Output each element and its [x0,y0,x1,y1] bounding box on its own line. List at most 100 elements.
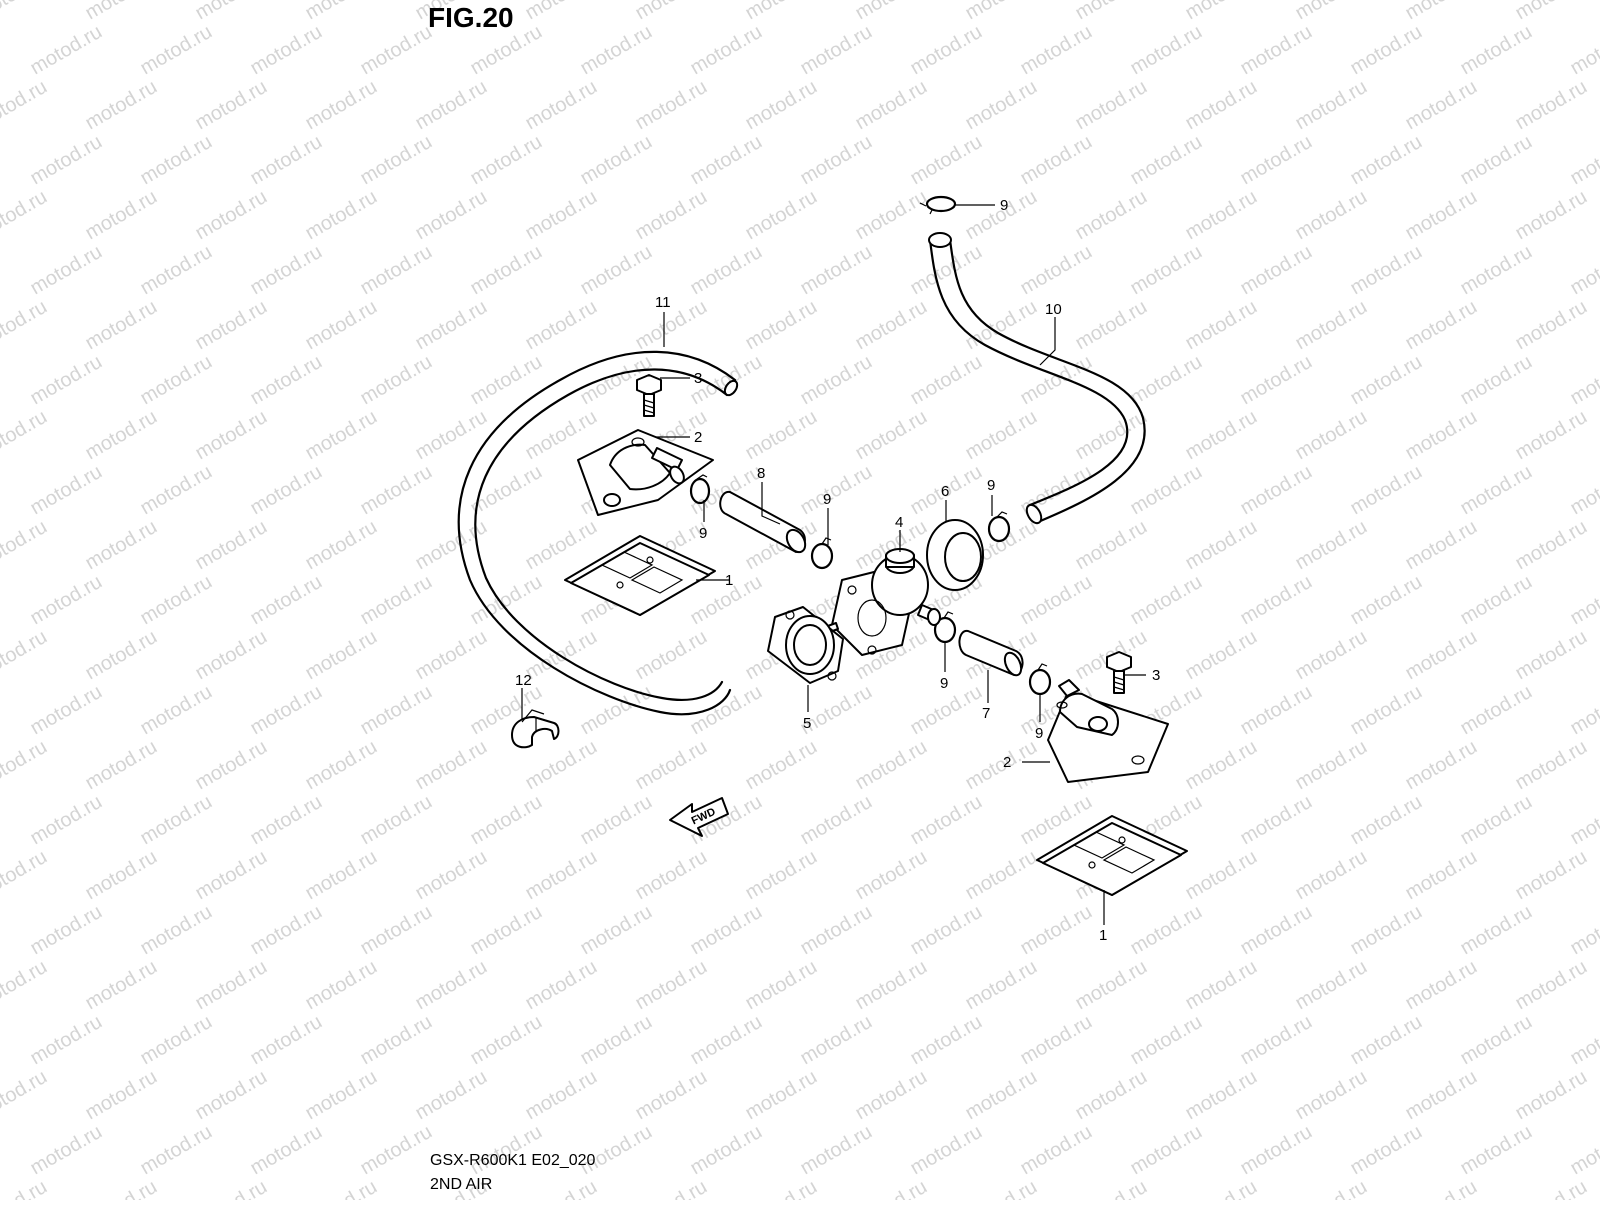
watermark-text: motod.ru [522,1066,601,1125]
watermark-text: motod.ru [1512,1066,1591,1125]
watermark-text: motod.ru [632,626,711,685]
watermark-text: motod.ru [577,791,656,850]
watermark-text: motod.ru [0,296,51,355]
watermark-text: motod.ru [0,186,51,245]
watermark-text: motod.ru [1072,296,1151,355]
seal-part-6 [927,520,983,590]
watermark-text: motod.ru [1127,461,1206,520]
watermark-text: motod.ru [687,1121,766,1180]
watermark-text: motod.ru [27,1011,106,1070]
watermark-text: motod.ru [82,296,161,355]
watermark-text: motod.ru [1182,76,1261,135]
clip-part-12 [512,710,559,747]
watermark-text: motod.ru [357,1121,436,1180]
watermark-text: motod.ru [0,846,51,905]
watermark-text: motod.ru [742,956,821,1015]
watermark-text: motod.ru [357,241,436,300]
watermark-text: motod.ru [357,1011,436,1070]
watermark-text: motod.ru [797,791,876,850]
watermark-text: motod.ru [907,241,986,300]
watermark-text: motod.ru [687,131,766,190]
watermark-text: motod.ru [302,1176,381,1200]
watermark-text: motod.ru [1457,1011,1536,1070]
watermark-text: motod.ru [412,846,491,905]
watermark-text: motod.ru [1127,901,1206,960]
watermark-text: motod.ru [412,1066,491,1125]
watermark-text: motod.ru [687,1011,766,1070]
clamp-part-9-mid [812,538,832,568]
watermark-text: motod.ru [962,186,1041,245]
watermark-text: motod.ru [1292,626,1371,685]
watermark-text: motod.ru [0,1176,51,1200]
watermark-text: motod.ru [1237,791,1316,850]
watermark-text: motod.ru [1072,956,1151,1015]
watermark-text: motod.ru [1402,846,1481,905]
watermark-text: motod.ru [137,241,216,300]
watermark-text: motod.ru [1017,351,1096,410]
callout-10: 10 [1045,301,1062,318]
watermark-text: motod.ru [247,681,326,740]
watermark-text: motod.ru [1237,1121,1316,1180]
watermark-text: motod.ru [1182,296,1261,355]
watermark-text: motod.ru [1237,351,1316,410]
watermark-text: motod.ru [962,846,1041,905]
watermark-text: motod.ru [1292,516,1371,575]
callout-9-mid: 9 [823,491,831,508]
watermark-text: motod.ru [302,516,381,575]
watermark-text: motod.ru [1347,241,1426,300]
watermark-text: motod.ru [357,571,436,630]
watermark-text: motod.ru [27,21,106,80]
watermark-text: motod.ru [1017,571,1096,630]
watermark-text: motod.ru [247,461,326,520]
watermark-text: motod.ru [522,956,601,1015]
watermark-text: motod.ru [962,296,1041,355]
watermark-text: motod.ru [1402,956,1481,1015]
watermark-text: motod.ru [0,626,51,685]
figure-title: FIG.20 [428,2,514,34]
watermark-text: motod.ru [1347,571,1426,630]
watermark-text: motod.ru [577,21,656,80]
watermark-text: motod.ru [192,736,271,795]
watermark-text: motod.ru [1127,1011,1206,1070]
watermark-text: motod.ru [852,956,931,1015]
watermark-text: motod.ru [852,296,931,355]
watermark-text: motod.ru [467,791,546,850]
watermark-text: motod.ru [1512,956,1591,1015]
watermark-text: motod.ru [1512,406,1591,465]
reed-cover-part-2-right [1048,680,1168,782]
watermark-text: motod.ru [412,296,491,355]
watermark-text: motod.ru [357,791,436,850]
watermark-text: motod.ru [137,1011,216,1070]
watermark-text: motod.ru [577,901,656,960]
watermark-text: motod.ru [577,1121,656,1180]
watermark-text: motod.ru [247,791,326,850]
watermark-text: motod.ru [137,461,216,520]
watermark-text: motod.ru [797,1121,876,1180]
watermark-text: motod.ru [82,1176,161,1200]
watermark-text: motod.ru [82,626,161,685]
watermark-text: motod.ru [1512,846,1591,905]
watermark-text: motod.ru [742,296,821,355]
watermark-text: motod.ru [852,1066,931,1125]
watermark-text: motod.ru [1567,131,1600,190]
watermark-text: motod.ru [1017,1121,1096,1180]
watermark-text: motod.ru [797,351,876,410]
watermark-text: motod.ru [1292,296,1371,355]
watermark-text: motod.ru [1457,681,1536,740]
watermark-text: motod.ru [577,131,656,190]
callout-9-top: 9 [1000,197,1008,214]
watermark-text: motod.ru [522,1176,601,1200]
watermark-text: motod.ru [522,186,601,245]
watermark-text: motod.ru [1292,846,1371,905]
watermark-text: motod.ru [1402,76,1481,135]
watermark-text: motod.ru [0,736,51,795]
watermark-text: motod.ru [247,351,326,410]
watermark-text: motod.ru [27,901,106,960]
watermark-text: motod.ru [1567,791,1600,850]
watermark-text: motod.ru [1347,21,1426,80]
watermark-text: motod.ru [1347,1011,1426,1070]
watermark-text: motod.ru [1457,1121,1536,1180]
watermark-text: motod.ru [82,1066,161,1125]
watermark-text: motod.ru [1457,461,1536,520]
watermark-text: motod.ru [0,406,51,465]
